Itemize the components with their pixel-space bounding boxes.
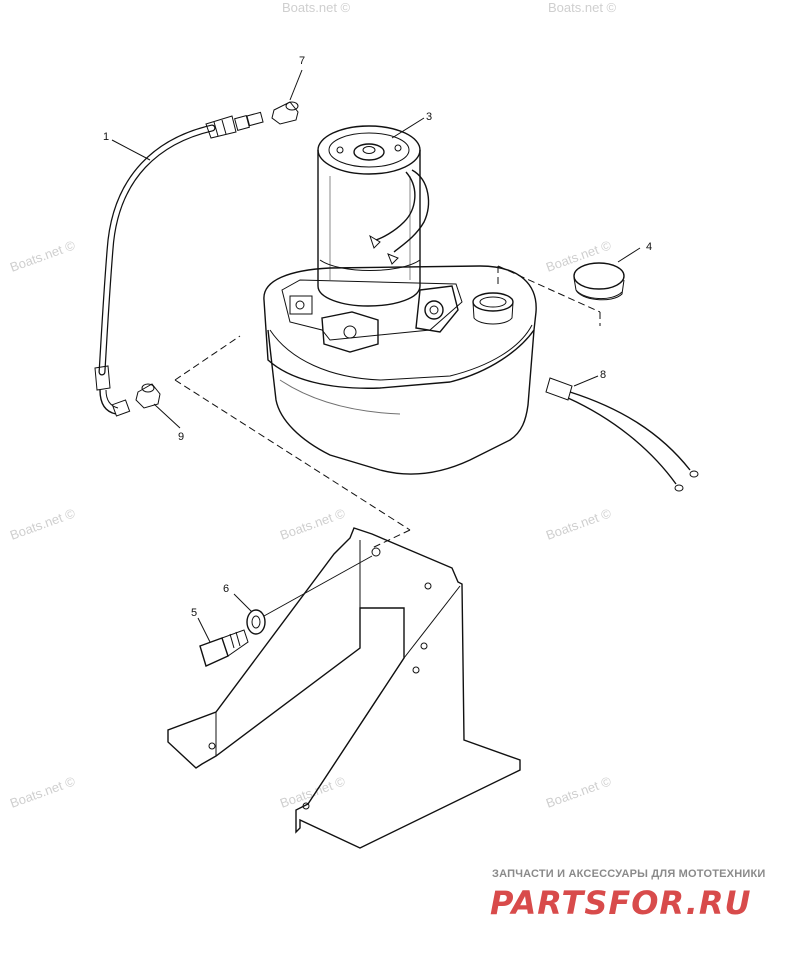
mounting-bracket (167, 527, 521, 849)
reservoir-cap (573, 262, 625, 301)
callout-8: 8 (600, 369, 606, 381)
watermark-text: Boats.net © (544, 773, 614, 811)
assembly-lines (174, 265, 601, 549)
watermark-text: Boats.net © (8, 237, 78, 275)
watermark-text: Boats.net © (278, 505, 348, 543)
callout-5: 5 (191, 607, 197, 619)
watermark-text: Boats.net © (282, 0, 351, 15)
watermarks: Boats.net © Boats.net © Boats.net © Boat… (8, 0, 617, 811)
hose-assembly (94, 111, 264, 417)
callout-3: 3 (426, 111, 432, 123)
leader-lines (111, 69, 641, 643)
watermark-text: Boats.net © (278, 773, 348, 811)
callout-labels: 7 1 3 4 8 9 5 6 (103, 55, 652, 619)
callout-7: 7 (299, 55, 305, 67)
pump-reservoir (263, 265, 537, 475)
watermark-text: Boats.net © (8, 505, 78, 543)
watermark-text: Boats.net © (548, 0, 617, 15)
bolt-5 (199, 629, 249, 667)
brand-logo: PARTSFOR.RU (490, 884, 752, 922)
watermark-text: Boats.net © (544, 505, 614, 543)
callout-9: 9 (178, 431, 184, 443)
callout-6: 6 (223, 583, 229, 595)
washer-6 (246, 555, 373, 635)
watermark-text: Boats.net © (8, 773, 78, 811)
pump-motor (317, 125, 430, 307)
sender-8 (545, 377, 699, 492)
callout-1: 1 (103, 131, 109, 143)
brand-tagline: ЗАПЧАСТИ И АКСЕССУАРЫ ДЛЯ МОТОТЕХНИКИ (492, 868, 766, 880)
fitting-9 (135, 383, 161, 409)
fitting-7 (271, 101, 299, 125)
callout-4: 4 (646, 241, 652, 253)
